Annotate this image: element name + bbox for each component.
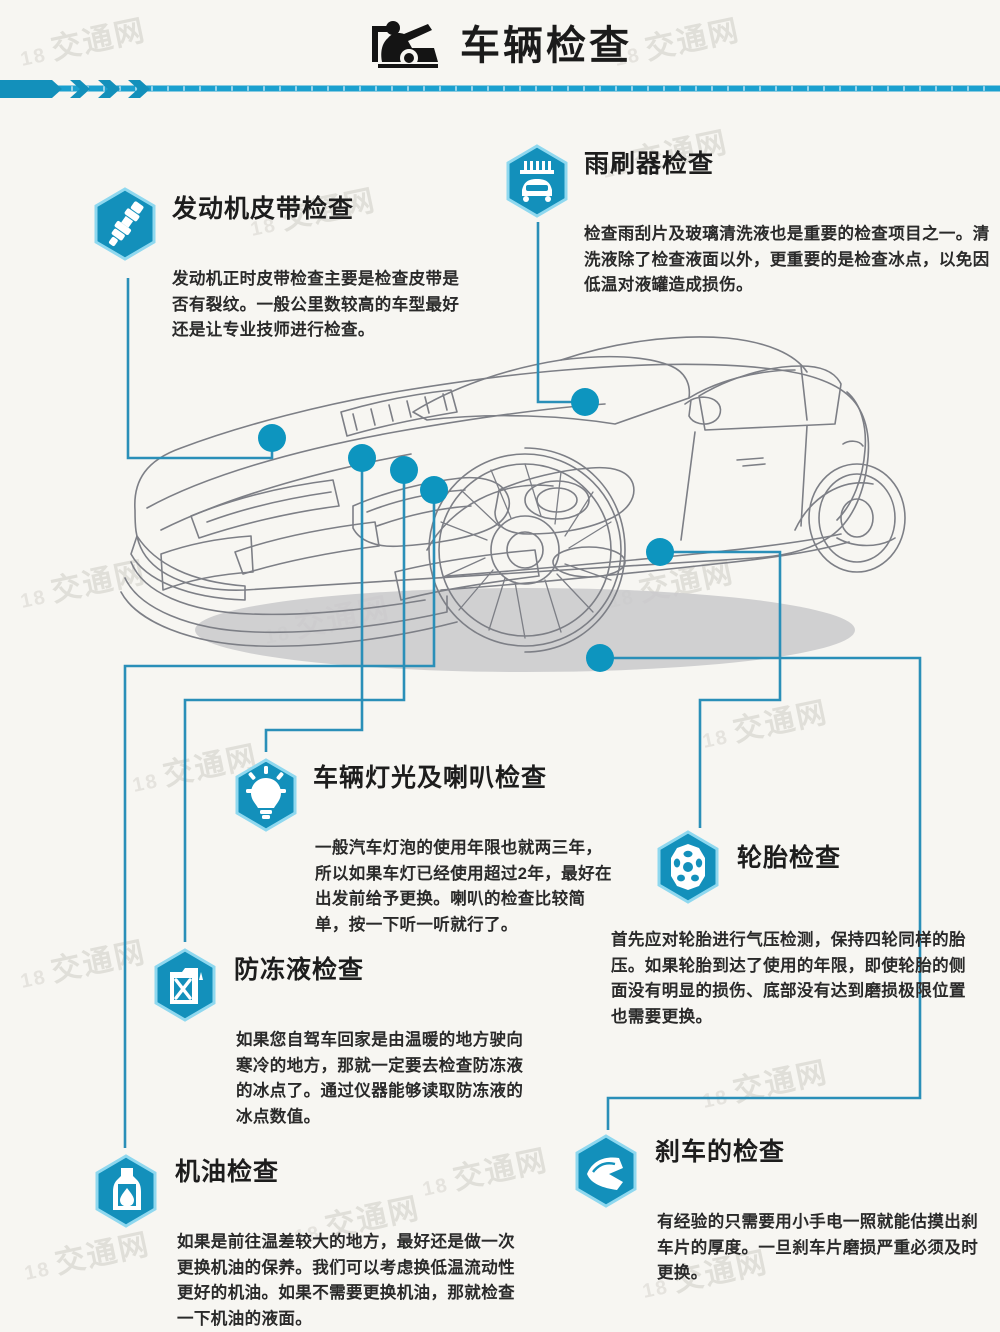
callout-body: 如果您自驾车回家是由温暖的地方驶向寒冷的地方，那就一定要去检查防冻液的冰点了。通…	[236, 1031, 524, 1126]
callout-body: 一般汽车灯泡的使用年限也就两三年，所以如果车灯已经使用超过2年，最好在出发前给予…	[315, 839, 612, 934]
callout-title: 防冻液检查	[234, 956, 365, 984]
page-header: 车辆检查	[0, 0, 1000, 98]
watermark: 18交通网	[18, 935, 150, 993]
callout-lights-horn[interactable]: 车辆灯光及喇叭检查 一般汽车灯泡的使用年限也就两三年，所以如果车灯已经使用超过2…	[233, 752, 653, 938]
callout-title: 车辆灯光及喇叭检查	[313, 764, 548, 792]
brake-caliper-icon	[575, 1134, 637, 1208]
callout-title: 发动机皮带检查	[172, 195, 355, 223]
car-mechanic-icon	[372, 21, 438, 68]
wheel-rim-icon	[657, 830, 719, 904]
callout-engine-oil[interactable]: 机油检查 如果是前往温差较大的地方，最好还是做一次更换机油的保养。我们可以考虑换…	[93, 1148, 533, 1332]
callout-title: 雨刷器检查	[584, 150, 715, 178]
callout-brake[interactable]: 刹车的检查 有经验的只需要用小手电一照就能估摸出刹车片的厚度。一旦刹车片磨损严重…	[573, 1130, 1000, 1287]
callout-body: 首先应对轮胎进行气压检测，保持四轮同样的胎压。如果轮胎到达了使用的年限，即使轮胎…	[611, 931, 966, 1026]
callout-title: 轮胎检查	[737, 844, 842, 872]
oil-bottle-icon	[95, 1154, 157, 1228]
callout-body: 有经验的只需要用小手电一照就能估摸出刹车片的厚度。一旦刹车片磨损严重必须及时更换…	[657, 1213, 979, 1283]
callout-body: 如果是前往温差较大的地方，最好还是做一次更换机油的保养。我们可以考虑换低温流动性…	[177, 1233, 515, 1328]
callout-tire[interactable]: 轮胎检查 首先应对轮胎进行气压检测，保持四轮同样的胎压。如果轮胎到达了使用的年限…	[611, 828, 1000, 1026]
coolant-bottle-icon	[154, 948, 216, 1022]
callout-wiper[interactable]: 雨刷器检查 检查雨刮片及玻璃清洗液也是重要的检查项目之一。清洗液除了检查液面以外…	[504, 140, 1000, 299]
callout-antifreeze[interactable]: 防冻液检查 如果您自驾车回家是由温暖的地方驶向寒冷的地方，那就一定要去检查防冻液…	[152, 942, 572, 1130]
callout-title: 机油检查	[175, 1158, 280, 1186]
light-bulb-icon	[235, 758, 297, 832]
spark-plug-icon	[94, 187, 156, 261]
car-illustration	[120, 336, 906, 672]
page-title: 车辆检查	[460, 24, 632, 68]
windshield-wiper-icon	[506, 144, 568, 218]
callout-body: 检查雨刮片及玻璃清洗液也是重要的检查项目之一。清洗液除了检查液面以外，更重要的是…	[584, 225, 990, 295]
callout-body: 发动机正时皮带检查主要是检查皮带是否有裂纹。一般公里数较高的车型最好还是让专业技…	[172, 270, 460, 340]
callout-engine-belt[interactable]: 发动机皮带检查 发动机正时皮带检查主要是检查皮带是否有裂纹。一般公里数较高的车型…	[92, 183, 512, 344]
callout-title: 刹车的检查	[655, 1138, 786, 1166]
header-arrow-decoration	[0, 80, 150, 98]
watermark: 18交通网	[700, 1055, 832, 1113]
